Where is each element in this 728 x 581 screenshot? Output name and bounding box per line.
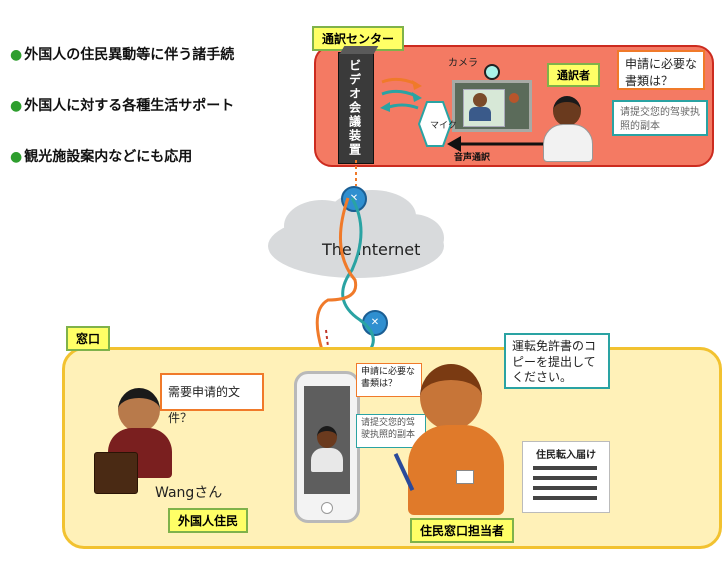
camera-label: カメラ (448, 58, 478, 69)
bullet-3: ●観光施設案内などにも応用 (10, 146, 192, 166)
bullet-text: 外国人に対する各種生活サポート (24, 98, 235, 114)
bullet-dot: ● (10, 98, 23, 114)
interpreter-body-icon (543, 124, 593, 162)
foreigner-name: Wangさん (155, 485, 223, 501)
bullet-dot: ● (10, 47, 23, 63)
tablet-person-head-icon (317, 426, 337, 448)
clerk-badge-icon (456, 470, 474, 484)
bullet-2: ●外国人に対する各種生活サポート (10, 95, 234, 115)
mic-label: マイク (430, 121, 457, 131)
bullet-1: ●外国人の住民異動等に伴う諸手続 (10, 44, 234, 64)
monitor-person-body (469, 107, 491, 121)
clerk-head-icon (420, 364, 482, 430)
form-document: 住民転入届け (522, 441, 610, 513)
voice-label: 音声通訳 (454, 153, 491, 163)
monitor-person-icon (473, 93, 487, 107)
form-title: 住民転入届け (536, 450, 596, 461)
monitor (452, 80, 532, 132)
tablet-person-body-icon (311, 448, 343, 472)
form-line (533, 476, 597, 480)
foreigner-bubble: 需要申请的文件？ (160, 373, 264, 425)
window-label: 窓口 (66, 326, 111, 351)
monitor-small-person-icon (509, 93, 519, 103)
interpreter-head-icon (553, 96, 581, 126)
camera-icon (484, 64, 500, 80)
interpreter-label: 通訳者 (547, 63, 600, 87)
center-bubble-cn: 请提交您的驾驶执照的副本 (612, 100, 708, 136)
bullet-text: 外国人の住民異動等に伴う諸手続 (24, 47, 235, 63)
center-bubble-jp: 申請に必要な書類は？ (617, 50, 705, 90)
form-line (533, 466, 597, 470)
internet-label: The Internet (322, 240, 421, 259)
briefcase-icon (94, 452, 138, 494)
mic-icon (417, 101, 453, 147)
clerk-label: 住民窓口担当者 (410, 518, 515, 543)
bullet-text: 観光施設案内などにも応用 (24, 149, 193, 165)
video-device-top (339, 46, 379, 54)
tablet-device (294, 371, 360, 523)
clerk-bubble: 運転免許書のコピーを提出してください。 (504, 333, 610, 389)
signal-arrows-icon (380, 77, 422, 112)
bullet-dot: ● (10, 149, 23, 165)
form-line (533, 486, 597, 490)
foreigner-head-icon (118, 388, 160, 432)
foreigner-label: 外国人住民 (168, 508, 249, 533)
video-device-label: ビデオ会議装置 (347, 59, 362, 157)
internet-cloud-icon (268, 190, 444, 278)
tablet-bubble-jp: 申請に必要な書類は？ (356, 363, 422, 397)
tablet-home-button-icon (321, 502, 333, 514)
form-line (533, 496, 597, 500)
